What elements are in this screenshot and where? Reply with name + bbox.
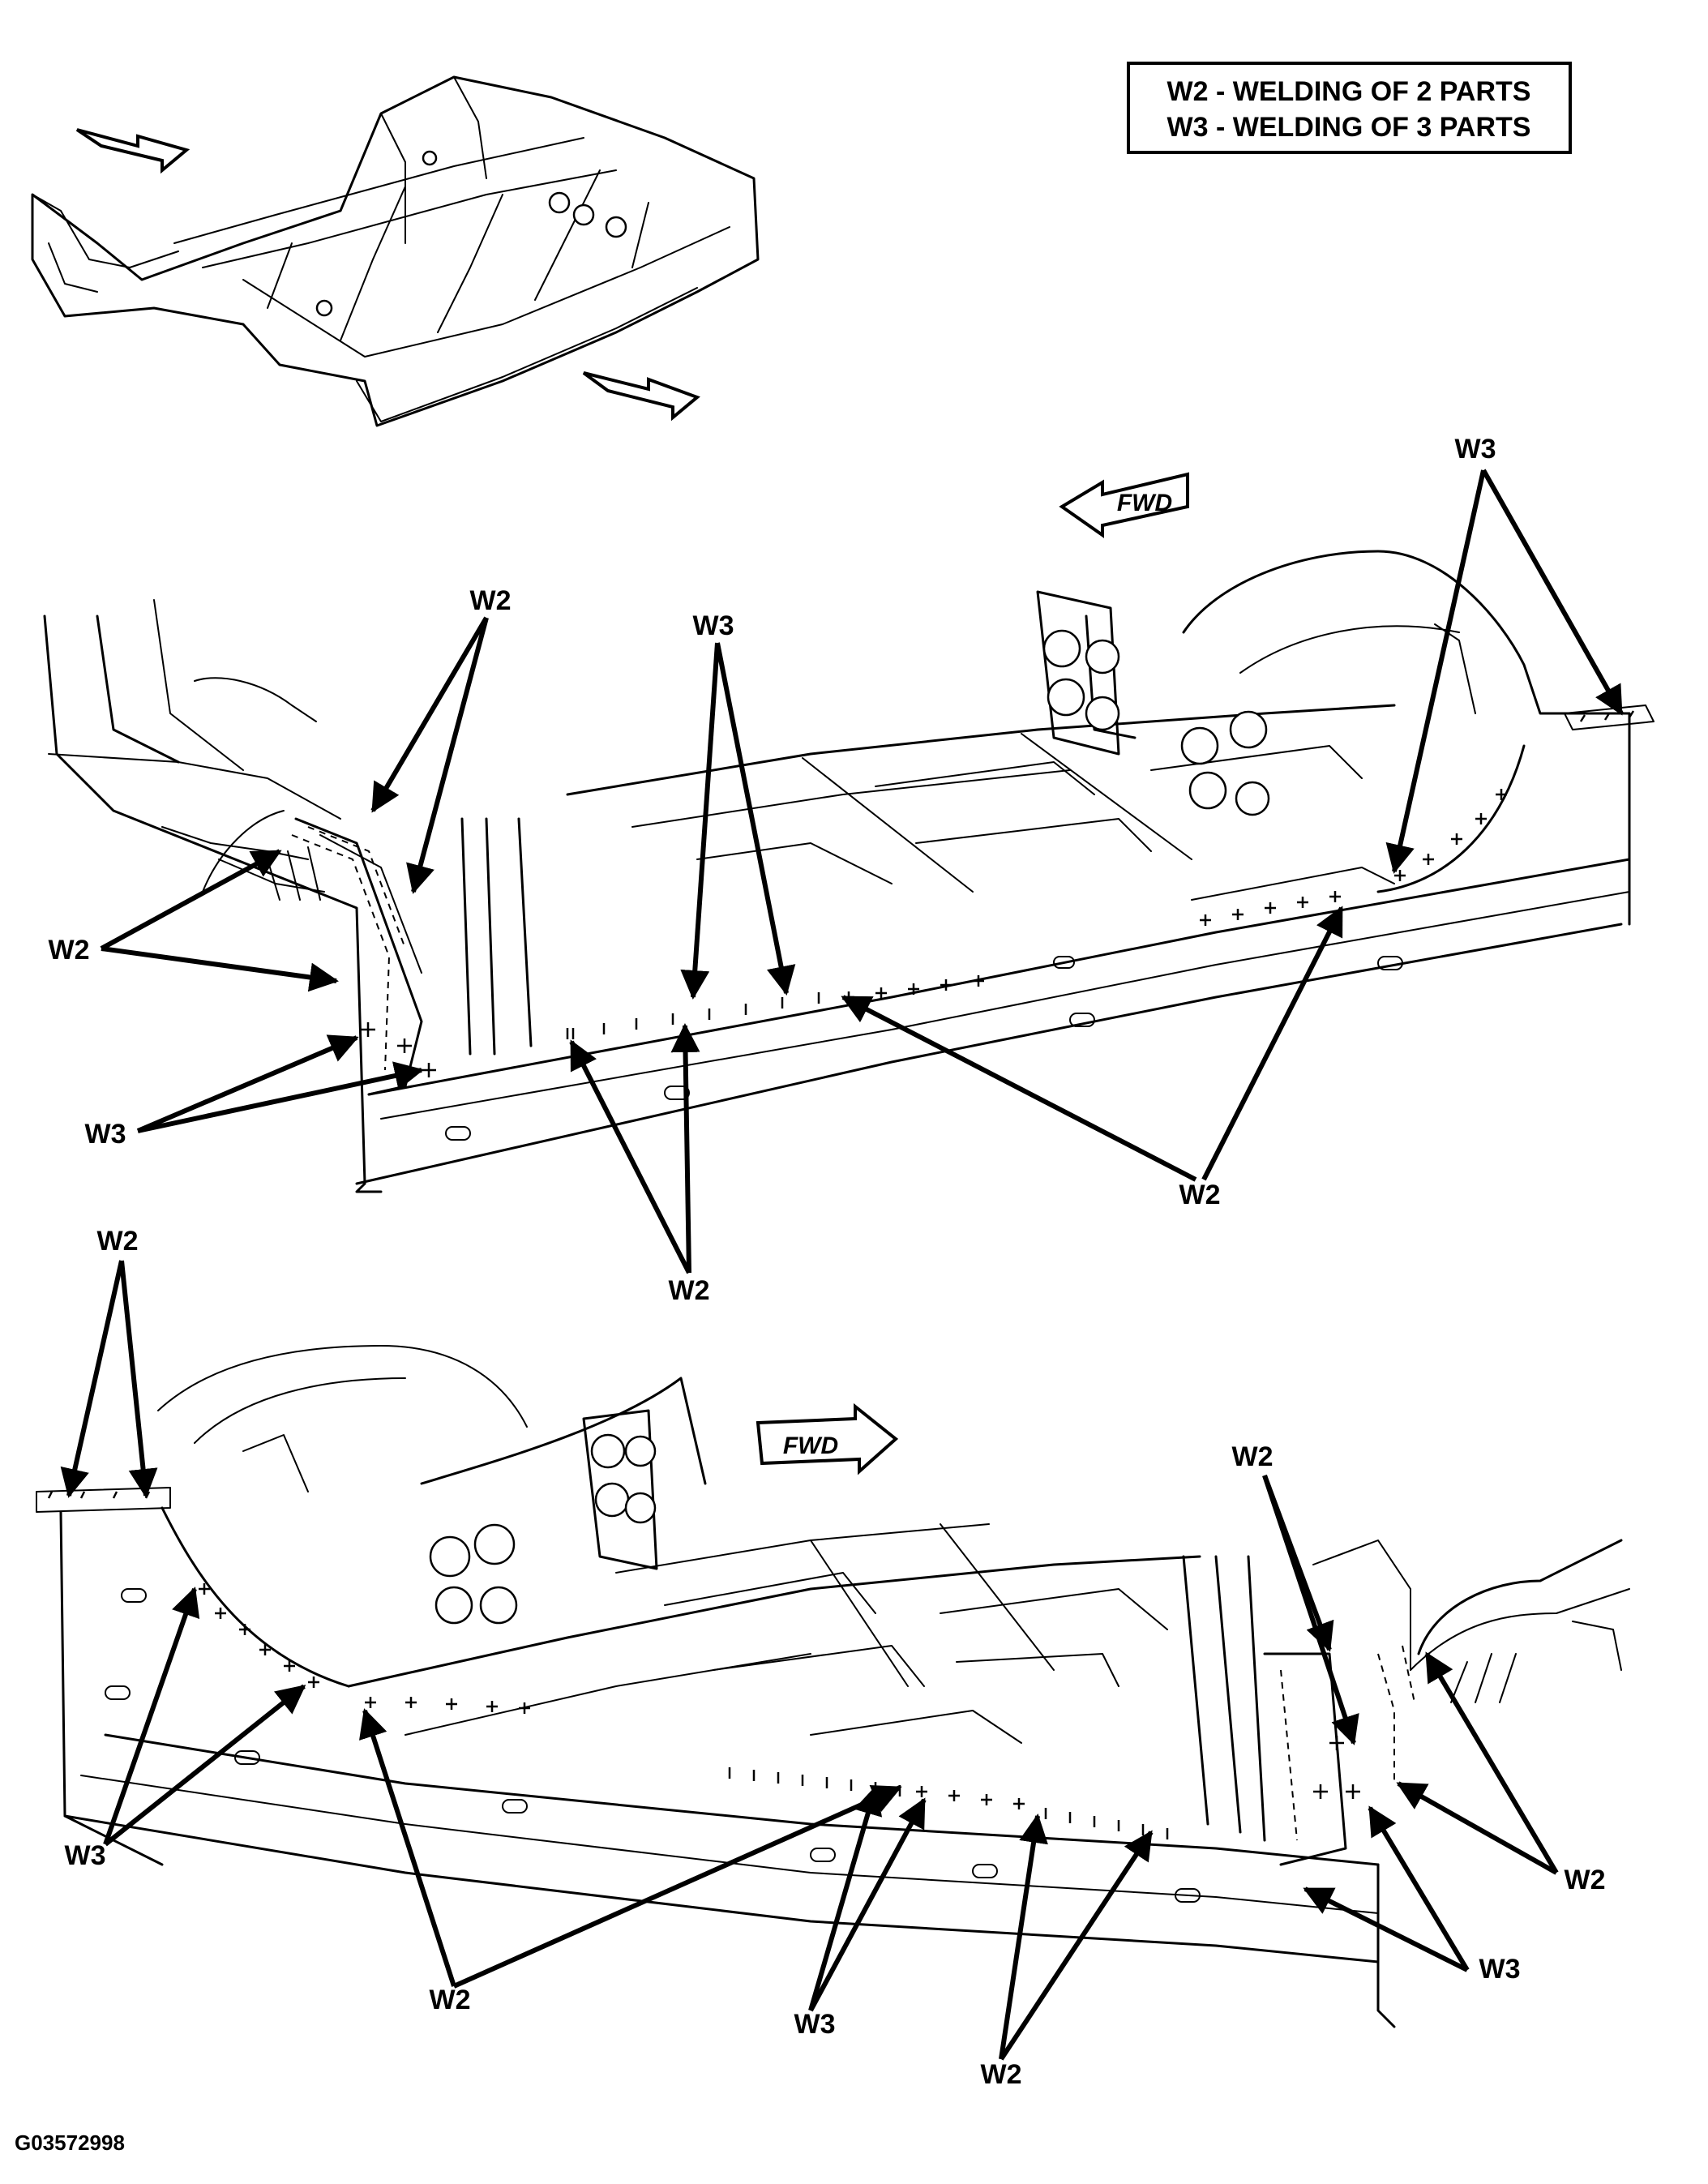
side-sill-view-upper: FWD xyxy=(43,434,1654,1306)
fwd-label-lower: FWD xyxy=(783,1432,838,1459)
fwd-arrow-lower: FWD xyxy=(756,1402,899,1475)
legend-box: W2 - WELDING OF 2 PARTS W3 - WELDING OF … xyxy=(1127,62,1572,154)
side-sill-view-lower: FWD xyxy=(36,1226,1630,2090)
callout-w3-lower-c: W3 xyxy=(1479,1954,1521,1985)
overview-arrow-left xyxy=(75,128,190,174)
callout-w2-upper-b: W2 xyxy=(49,935,90,966)
callout-w3-lower-b: W3 xyxy=(794,2009,836,2040)
fwd-label-upper: FWD xyxy=(1117,490,1172,516)
callout-w2-lower-b: W2 xyxy=(1232,1441,1274,1472)
callout-w3-upper-b: W3 xyxy=(85,1119,126,1150)
callout-w2-upper-c: W2 xyxy=(669,1275,710,1306)
callout-w3-upper-a: W3 xyxy=(693,610,734,641)
fwd-arrow-upper: FWD xyxy=(1059,472,1189,538)
callout-w3-upper-c: W3 xyxy=(1455,434,1496,465)
callout-w2-upper-a: W2 xyxy=(470,585,512,616)
legend-w2: W2 - WELDING OF 2 PARTS xyxy=(1167,76,1531,107)
callout-w2-upper-d: W2 xyxy=(1179,1180,1221,1210)
callout-w2-lower-c: W2 xyxy=(1565,1865,1606,1895)
callout-w2-lower-d: W2 xyxy=(430,1985,471,2015)
overview-floor-pan xyxy=(31,75,760,427)
callout-w3-lower-a: W3 xyxy=(65,1840,106,1871)
overview-arrow-right xyxy=(582,371,700,422)
legend-w3: W3 - WELDING OF 3 PARTS xyxy=(1167,112,1531,143)
callout-w2-lower-e: W2 xyxy=(981,2059,1022,2090)
figure-id: G03572998 xyxy=(15,2130,125,2155)
callout-w2-lower-a: W2 xyxy=(97,1226,139,1257)
